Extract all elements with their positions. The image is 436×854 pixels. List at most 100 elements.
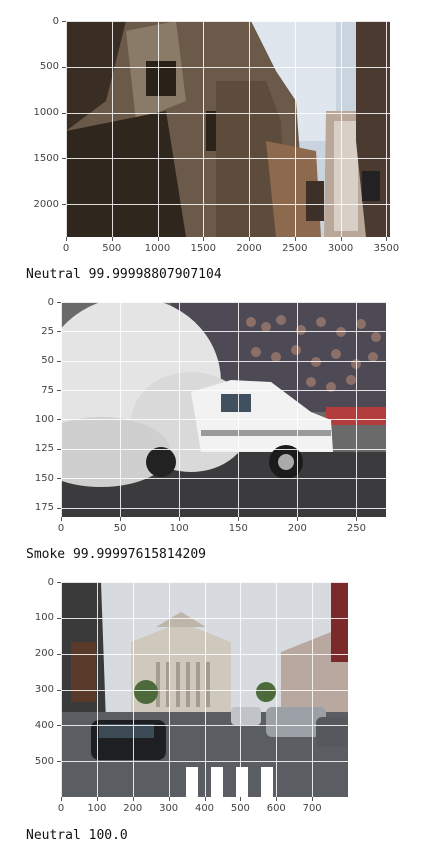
x-tick-label: 2000 [236,243,262,254]
x-tick-label: 1000 [144,243,171,254]
grid-line-y [61,390,386,392]
x-tick-label: 1500 [190,243,216,254]
y-tick-label: 175 [34,502,54,514]
y-tick-label: 100 [34,612,54,624]
grid-line-y [61,360,386,362]
x-tick-label: 300 [159,803,179,814]
photo-burnout-svg [61,302,386,517]
x-tick-mark [356,517,358,521]
x-tick-mark [111,237,113,241]
x-tick-mark [312,797,314,801]
photo-burnout [61,302,386,517]
grid-line-y [61,653,348,655]
grid-line-y [66,21,390,22]
grid-line-y [61,761,348,763]
grid-line-y [61,725,348,727]
y-tick-mark [57,390,61,392]
y-tick-mark [62,158,66,160]
y-tick-mark [57,331,61,333]
caption-2: Smoke 99.99997615814209 [26,547,207,562]
x-tick-mark [340,237,342,241]
grid-line-x [356,302,358,517]
caption-3: Neutral 100.0 [26,828,128,843]
x-tick-mark [276,797,278,801]
grid-line-x [111,21,113,237]
x-tick-label: 200 [123,803,143,814]
y-tick-label: 100 [34,413,54,425]
x-tick-label: 600 [266,803,286,814]
x-tick-mark [61,517,62,521]
caption-1: Neutral 99.99998807907104 [26,267,222,282]
x-tick-mark [203,237,205,241]
y-tick-mark [57,507,61,509]
y-tick-mark [57,360,61,362]
x-tick-label: 2500 [282,243,308,254]
y-tick-label: 500 [34,755,54,767]
x-tick-mark [297,517,299,521]
grid-line-y [61,448,386,450]
grid-line-x [340,21,342,237]
y-tick-mark [62,21,66,22]
grid-line-y [61,419,386,421]
x-tick-label: 200 [287,523,307,534]
grid-line-y [61,582,348,583]
y-tick-label: 50 [41,355,54,367]
x-tick-mark [120,517,122,521]
x-tick-label: 50 [113,523,127,534]
grid-line-y [66,158,390,160]
y-tick-label: 1500 [33,152,59,164]
grid-line-y [66,204,390,206]
x-tick-label: 150 [228,523,248,534]
y-tick-label: 200 [34,648,54,660]
y-tick-label: 2000 [33,198,59,210]
y-tick-label: 25 [41,325,54,337]
x-tick-label: 3500 [373,243,400,254]
y-tick-label: 400 [34,719,54,731]
x-tick-label: 100 [169,523,189,534]
x-tick-label: 0 [57,523,65,534]
y-tick-mark [57,653,61,655]
x-tick-label: 100 [87,803,107,814]
x-tick-label: 0 [62,243,70,254]
grid-line-y [61,331,386,333]
y-tick-mark [57,725,61,727]
x-tick-label: 500 [230,803,250,814]
photo-city-square [61,582,348,797]
y-tick-mark [62,66,66,68]
photo-old-building [66,21,390,237]
grid-line-y [66,112,390,114]
x-tick-label: 3000 [327,243,354,254]
y-tick-mark [57,448,61,450]
grid-line-x [238,302,240,517]
x-tick-mark [61,797,62,801]
y-tick-mark [57,478,61,480]
x-tick-label: 400 [194,803,215,814]
y-tick-mark [57,761,61,763]
x-tick-label: 500 [102,243,122,254]
grid-line-x [386,21,388,237]
y-tick-label: 300 [34,684,54,695]
y-tick-mark [57,689,61,691]
grid-line-x [179,302,181,517]
y-tick-label: 500 [39,61,59,73]
grid-line-x [203,21,205,237]
x-tick-label: 700 [302,803,322,814]
grid-line-x [61,302,62,517]
y-tick-label: 150 [34,472,54,484]
grid-line-y [61,617,348,619]
y-tick-label: 125 [34,443,54,455]
x-tick-mark [204,797,206,801]
grid-line-x [157,21,159,237]
grid-line-y [66,66,390,68]
grid-line-x [294,21,296,237]
grid-line-x [297,302,299,517]
y-tick-mark [57,582,61,583]
y-tick-label: 0 [47,296,54,308]
grid-line-y [61,302,386,303]
y-tick-mark [57,617,61,619]
y-tick-label: 0 [47,576,54,588]
x-tick-mark [238,517,240,521]
x-tick-mark [179,517,181,521]
